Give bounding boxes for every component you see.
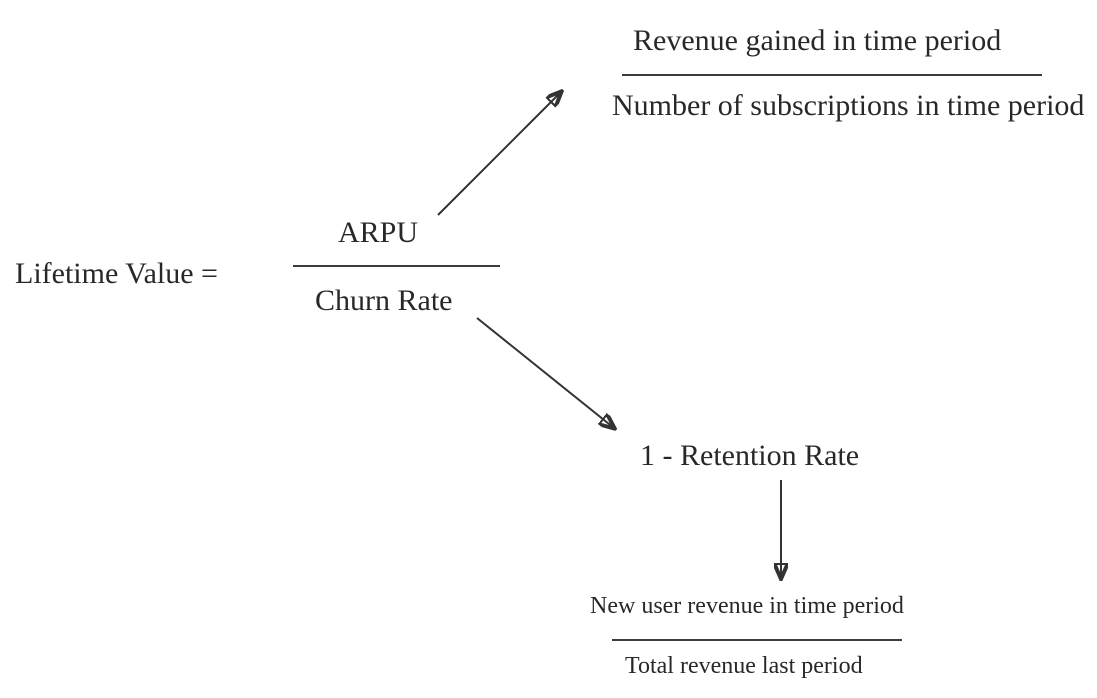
arpu-detail-numerator: Revenue gained in time period (633, 24, 1002, 57)
retention-detail-numerator: New user revenue in time period (590, 593, 904, 619)
retention-detail-denominator: Total revenue last period (625, 653, 863, 679)
arrow-up-right-icon (437, 92, 561, 216)
main-fraction-denominator: Churn Rate (315, 284, 453, 317)
retention-detail-fraction-bar (612, 639, 902, 641)
main-fraction-numerator: ARPU (338, 216, 419, 249)
arpu-detail-fraction-bar (622, 74, 1042, 76)
churn-detail-expression: 1 - Retention Rate (640, 439, 860, 472)
arrow-down-right-icon (476, 317, 614, 428)
lifetime-value-label: Lifetime Value = (15, 257, 218, 290)
main-fraction-bar (293, 265, 500, 267)
arpu-detail-denominator: Number of subscriptions in time period (612, 89, 1085, 122)
